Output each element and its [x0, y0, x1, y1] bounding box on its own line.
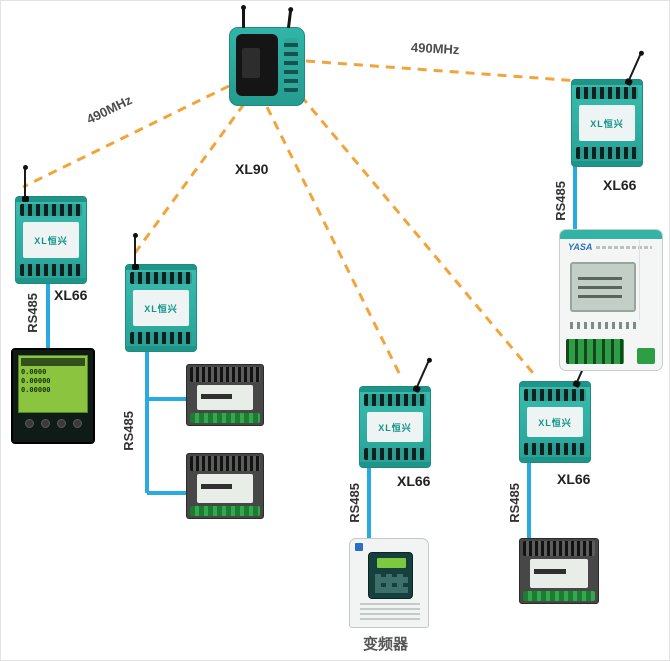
module-brand-label: XL恒兴 [133, 290, 189, 326]
module-brand-label: XL恒兴 [527, 407, 583, 437]
terminal-strip [523, 591, 595, 601]
xl66-module-bottom-right: XL恒兴 [519, 356, 591, 463]
terminal-strip [130, 332, 192, 344]
antenna-icon [21, 165, 29, 202]
din-clip [520, 382, 590, 387]
energy-meter-2 [186, 453, 264, 519]
antenna-icon [241, 5, 246, 28]
din-clip [360, 462, 430, 467]
meter-lcd [530, 559, 588, 588]
terminal-strip [576, 87, 638, 99]
meter-lcd [197, 474, 253, 503]
rs485-label-left: RS485 [25, 293, 40, 333]
xl66-module-mid: XL恒兴 [125, 233, 197, 352]
terminal-strip [190, 506, 260, 516]
terminal-strip [524, 443, 586, 455]
module-brand-label: XL恒兴 [23, 222, 79, 258]
terminal-strip [20, 264, 82, 276]
terminal-strip [524, 389, 586, 401]
din-clip [572, 161, 642, 166]
xl66-module-left: XL恒兴 [15, 165, 87, 284]
terminal-strip [20, 204, 82, 216]
terminal-block [566, 339, 624, 364]
rf-link-top-right [305, 59, 580, 83]
inverter [349, 538, 429, 628]
lcd-row: 0.00000 [21, 377, 51, 385]
gateway-label: XL90 [235, 161, 269, 177]
power-meter-lcd: 0.0000 0.00000 0.00000 [18, 355, 88, 413]
terminal-block [637, 348, 655, 364]
terminal-strip [576, 147, 638, 159]
meter-lcd [197, 385, 253, 410]
din-clip [572, 80, 642, 85]
terminal-strip [190, 413, 260, 423]
xl66-label-left: XL66 [54, 287, 88, 303]
inverter-vents [360, 603, 420, 620]
xl66-module-bottom-mid: XL恒兴 [359, 361, 431, 468]
rs485-label-mid: RS485 [121, 411, 136, 451]
xl66-label-top-right: XL66 [603, 177, 637, 193]
din-clip [360, 387, 430, 392]
xl66-label-bottom-mid: XL66 [397, 473, 431, 489]
rf-link-bottom-right [299, 95, 535, 374]
meter-buttons [18, 419, 88, 428]
gateway-front-panel [236, 34, 278, 96]
xl66-label-bottom-right: XL66 [557, 471, 591, 487]
lcd-row: 0.0000 [21, 368, 47, 376]
inverter-lcd [377, 558, 406, 568]
gateway-xl90 [229, 5, 305, 106]
energy-meter-3 [519, 538, 599, 604]
din-clip [16, 278, 86, 283]
inverter-caption: 变频器 [363, 636, 409, 653]
din-clip [520, 457, 590, 462]
din-clip [16, 197, 86, 202]
terminal-strip [190, 456, 260, 471]
terminal-strip [364, 448, 426, 460]
meter-button [56, 419, 66, 428]
din-clip [126, 265, 196, 270]
terminal-strip [523, 541, 595, 556]
flow-meter: YASA [559, 229, 663, 371]
flow-meter-lcd [570, 262, 636, 312]
lcd-header-bar [21, 358, 85, 366]
rs485-label-bottom-mid: RS485 [347, 483, 362, 523]
rf-link-mid-left [133, 103, 246, 254]
flow-meter-dots [570, 322, 636, 329]
rs485-label-top-right: RS485 [553, 181, 568, 221]
energy-meter-1 [186, 364, 264, 426]
meter-button [40, 419, 50, 428]
flow-meter-subtitle-line [596, 246, 652, 249]
rs485-label-bottom-right: RS485 [507, 483, 522, 523]
rf-label-top: 490MHz [410, 39, 460, 58]
lcd-row: 0.00000 [21, 386, 51, 394]
din-clip [126, 346, 196, 351]
rf-link-bottom-mid [265, 106, 403, 378]
power-meter: 0.0000 0.00000 0.00000 [11, 348, 95, 444]
inverter-keypad [368, 552, 413, 599]
rf-link-left [22, 84, 230, 189]
antenna-icon [131, 233, 139, 270]
flow-meter-top-band [560, 230, 662, 239]
terminal-strip [130, 272, 192, 284]
terminal-strip [364, 394, 426, 406]
meter-button [24, 419, 34, 428]
module-brand-label: XL恒兴 [579, 105, 635, 141]
module-brand-label: XL恒兴 [367, 412, 423, 442]
terminal-strip [284, 38, 298, 92]
inverter-logo [355, 543, 363, 551]
meter-button [72, 419, 82, 428]
inverter-keys [375, 574, 408, 593]
flow-meter-divider [639, 240, 640, 320]
flow-meter-brand: YASA [568, 242, 593, 252]
xl66-module-top-right: XL恒兴 [571, 54, 643, 167]
terminal-strip [190, 367, 260, 382]
